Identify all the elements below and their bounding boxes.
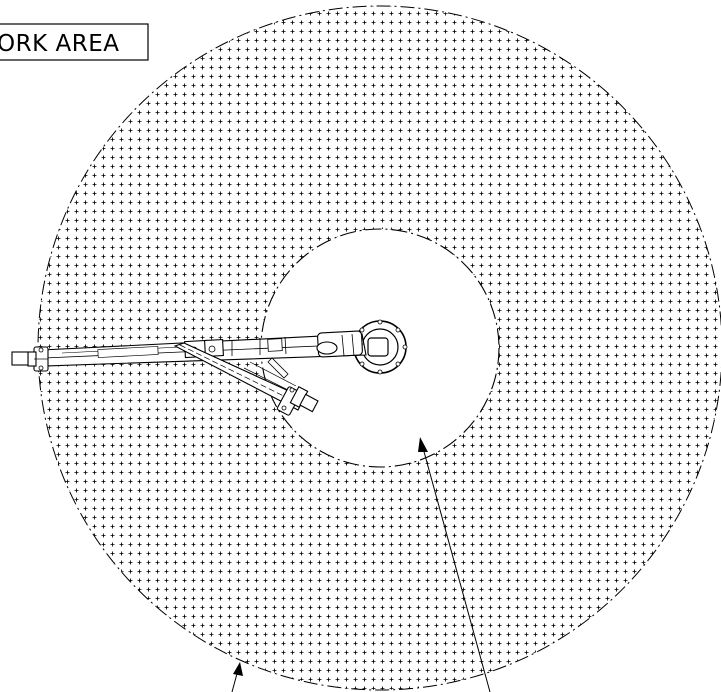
robot-arm-extended — [11, 330, 367, 372]
work-area-label: ORK AREA — [0, 23, 149, 61]
inner-boundary-leader — [418, 437, 491, 692]
robot-arm-folded — [173, 342, 319, 416]
work-area-label-text: ORK AREA — [0, 31, 119, 57]
outer-reach-boundary — [37, 5, 721, 691]
outer-boundary-leader — [231, 662, 243, 692]
